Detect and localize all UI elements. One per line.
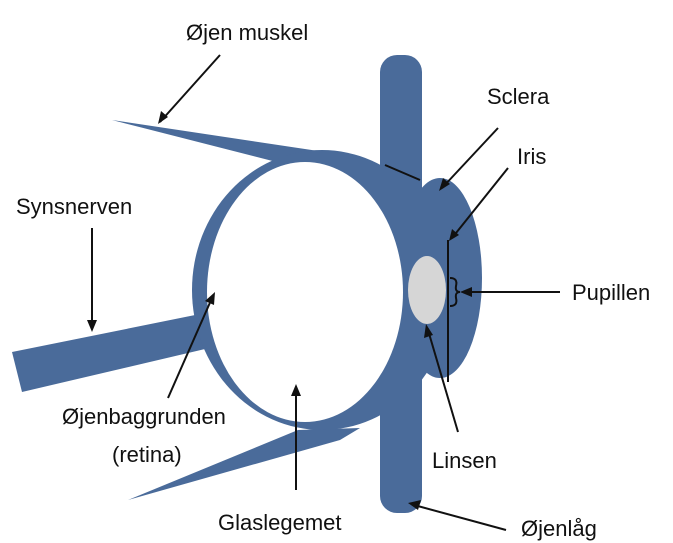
- retina-label-line2: (retina): [112, 442, 182, 467]
- eyelid-label: Øjenlåg: [521, 516, 597, 541]
- sclera-label: Sclera: [487, 84, 550, 109]
- vitreous-label: Glaslegemet: [218, 510, 342, 535]
- lens-shape: [408, 256, 446, 324]
- eyelid-leader: [414, 505, 506, 530]
- eye-muscle-arrowhead: [158, 111, 168, 124]
- optic-nerve-arrowhead: [87, 320, 97, 332]
- optic-nerve-shape: [12, 312, 222, 392]
- sclera-leader: [442, 128, 498, 188]
- iris-label: Iris: [517, 144, 546, 169]
- eye-muscle-label: Øjen muskel: [186, 20, 308, 45]
- optic-nerve-label: Synsnerven: [16, 194, 132, 219]
- retina-label-line1: Øjenbaggrunden: [62, 404, 226, 429]
- pupil-label: Pupillen: [572, 280, 650, 305]
- vitreous-body: [207, 162, 403, 422]
- eye-muscle-leader: [160, 55, 220, 122]
- lens-label: Linsen: [432, 448, 497, 473]
